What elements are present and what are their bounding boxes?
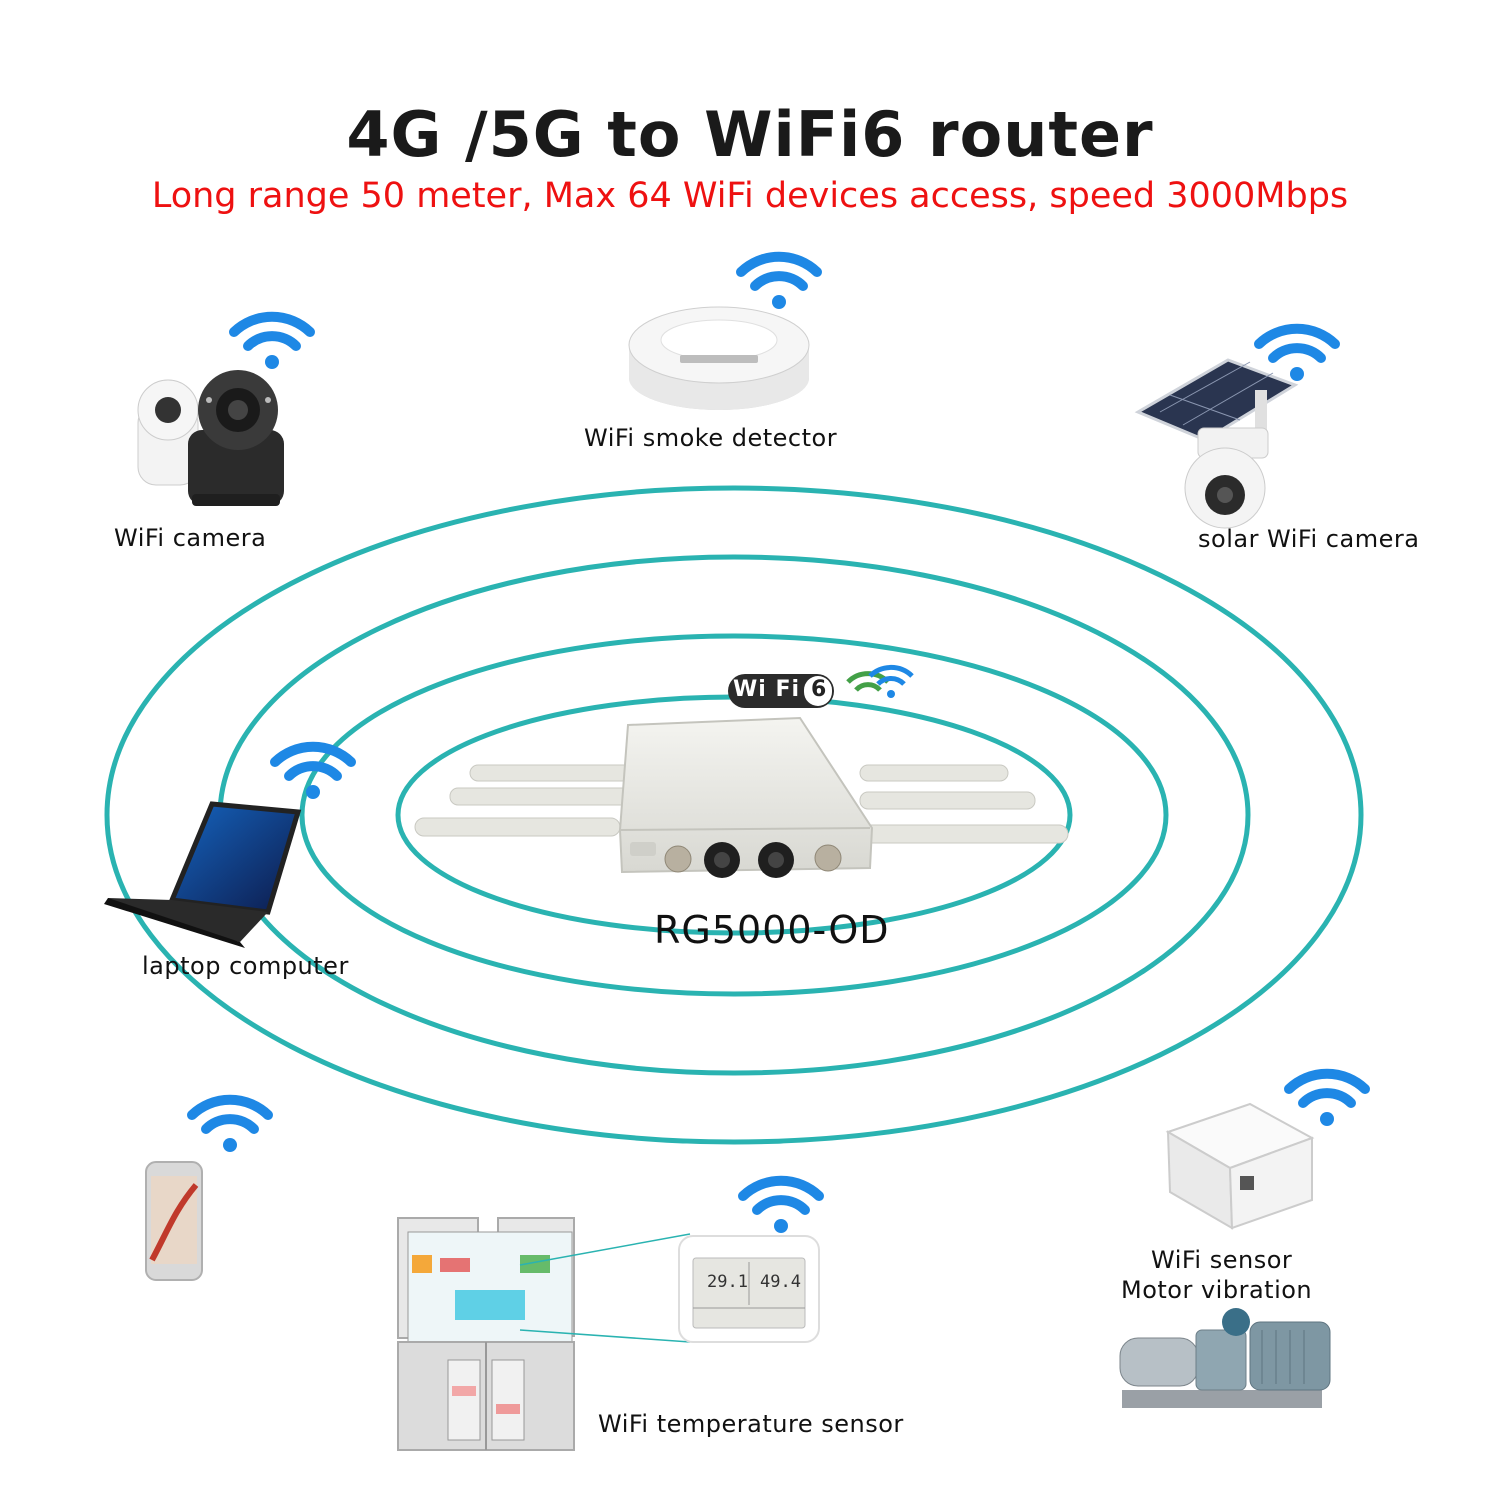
smoke-detector-label: WiFi smoke detector	[584, 424, 838, 452]
wifi-icon	[192, 1100, 268, 1152]
coverage-ring-2	[299, 633, 1169, 997]
thermometer-temp: 29.1	[707, 1272, 748, 1292]
page-subtitle: Long range 50 meter, Max 64 WiFi devices…	[151, 176, 1349, 216]
page-title: 4G /5G to WiFi6 router	[346, 98, 1154, 171]
wifi-camera-image	[137, 370, 284, 506]
wifi-icon	[741, 257, 817, 309]
wifi-icon	[1289, 1074, 1365, 1126]
sensor-label-line1: WiFi sensor	[1151, 1246, 1293, 1274]
wifi6-badge-icon	[728, 664, 914, 708]
wifi-camera-label: WiFi camera	[114, 524, 267, 552]
wifi-icon	[743, 1181, 819, 1233]
laptop-image	[104, 801, 302, 948]
wifi6-badge-version: 6	[811, 677, 827, 702]
coverage-ring-4	[104, 485, 1364, 1145]
laptop-label: laptop computer	[142, 952, 349, 980]
thermometer-display-image	[678, 1235, 820, 1343]
smoke-detector-image	[628, 306, 810, 410]
router-model-label: RG5000-OD	[654, 908, 890, 952]
wifi-icon	[1259, 329, 1335, 381]
router-image	[414, 716, 1069, 878]
smartphone-image	[145, 1161, 203, 1281]
sensor-label-line2: Motor vibration	[1121, 1276, 1313, 1304]
solar-camera-label: solar WiFi camera	[1198, 525, 1420, 553]
solar-camera-image	[1134, 358, 1299, 529]
refrigerator-image	[397, 1217, 691, 1451]
wifi6-badge-text: Wi Fi	[733, 677, 801, 702]
motor-image	[1119, 1308, 1331, 1408]
coverage-rings	[104, 485, 1364, 1145]
thermometer-humidity: 49.4	[760, 1272, 801, 1292]
wifi-icon	[234, 317, 310, 369]
temperature-sensor-label: WiFi temperature sensor	[598, 1410, 904, 1438]
wifi-sensor-image	[1165, 1102, 1315, 1230]
